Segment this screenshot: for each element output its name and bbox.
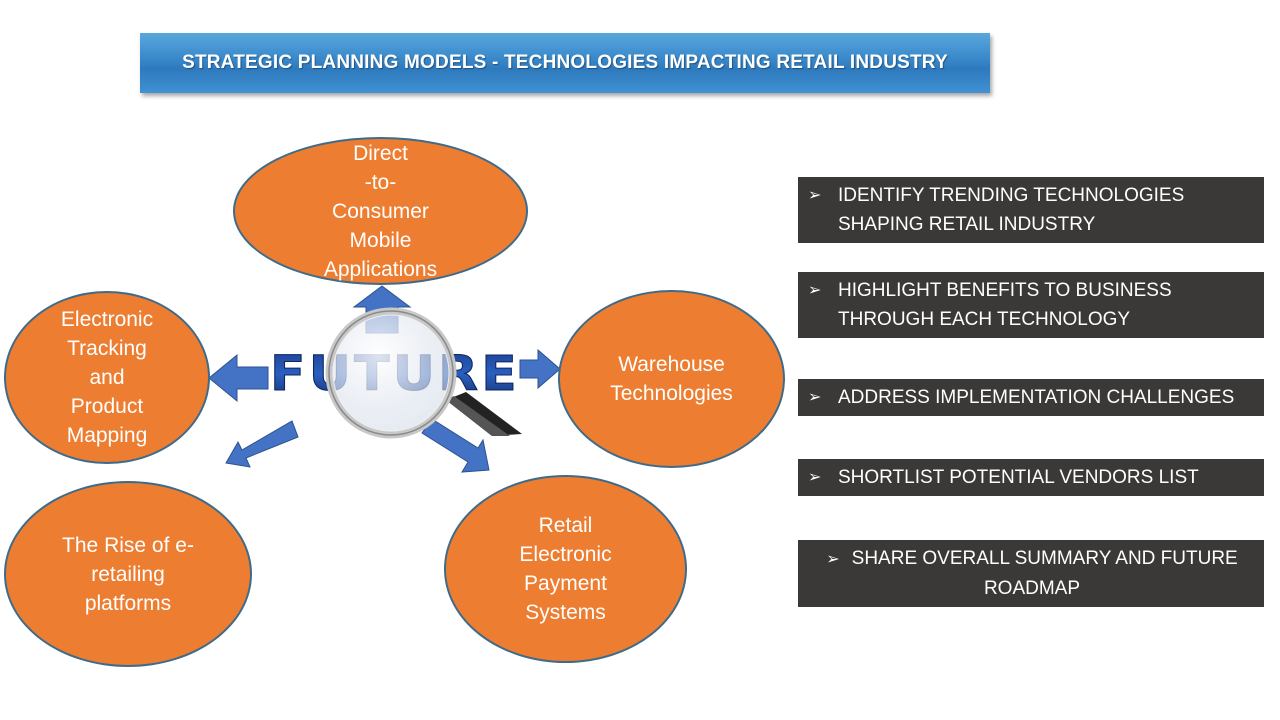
magnifying-glass-icon (325, 307, 522, 439)
title-banner: STRATEGIC PLANNING MODELS - TECHNOLOGIES… (140, 33, 990, 93)
checklist-text: ➢ SHARE OVERALL SUMMARY AND FUTURE ROADMA… (826, 544, 1237, 603)
checklist-item: ➢ IDENTIFY TRENDING TECHNOLOGIES SHAPING… (798, 177, 1264, 243)
node-label: Electronic Tracking and Product Mapping (60, 308, 154, 447)
checklist-text-body: SHARE OVERALL SUMMARY AND FUTURE ROADMAP (851, 548, 1238, 599)
diagram-canvas: FUTURE (208, 285, 561, 473)
arrow-icon-down-left (225, 420, 299, 468)
checklist-item: ➢ SHARE OVERALL SUMMARY AND FUTURE ROADMA… (798, 540, 1264, 607)
checklist-item: ➢ HIGHLIGHT BENEFITS TO BUSINESS THROUGH… (798, 272, 1264, 338)
arrowhead-bullet-icon: ➢ (808, 469, 822, 486)
node-label: Direct -to- Consumer Mobile Applications (323, 141, 438, 281)
arrow-icon-right (519, 348, 561, 390)
checklist-text: HIGHLIGHT BENEFITS TO BUSINESS THROUGH E… (838, 280, 1172, 330)
page-title: STRATEGIC PLANNING MODELS - TECHNOLOGIES… (182, 52, 948, 73)
arrowhead-bullet-icon: ➢ (808, 389, 822, 406)
node-label: Retail Electronic Payment Systems (519, 514, 612, 624)
node-payment-systems: Retail Electronic Payment Systems (444, 475, 687, 663)
node-electronic-tracking: Electronic Tracking and Product Mapping (4, 291, 210, 464)
arrowhead-bullet-icon: ➢ (808, 282, 822, 299)
checklist-item: ➢ SHORTLIST POTENTIAL VENDORS LIST (798, 459, 1264, 496)
arrow-icon-down-right (421, 418, 490, 473)
arrow-icon-left (208, 353, 269, 403)
checklist-text: ADDRESS IMPLEMENTATION CHALLENGES (838, 387, 1235, 408)
arrowhead-bullet-icon: ➢ (826, 551, 840, 568)
node-warehouse-technologies: Warehouse Technologies (558, 290, 785, 468)
node-label: The Rise of e- retailing platforms (62, 533, 194, 615)
node-direct-to-consumer: Direct -to- Consumer Mobile Applications (233, 137, 528, 285)
checklist-text: SHORTLIST POTENTIAL VENDORS LIST (838, 467, 1199, 488)
arrowhead-bullet-icon: ➢ (808, 187, 822, 204)
node-label: Warehouse Technologies (610, 353, 733, 405)
checklist-text: IDENTIFY TRENDING TECHNOLOGIES SHAPING R… (838, 185, 1185, 235)
checklist-item: ➢ ADDRESS IMPLEMENTATION CHALLENGES (798, 379, 1264, 416)
node-e-retailing: The Rise of e- retailing platforms (4, 481, 252, 667)
